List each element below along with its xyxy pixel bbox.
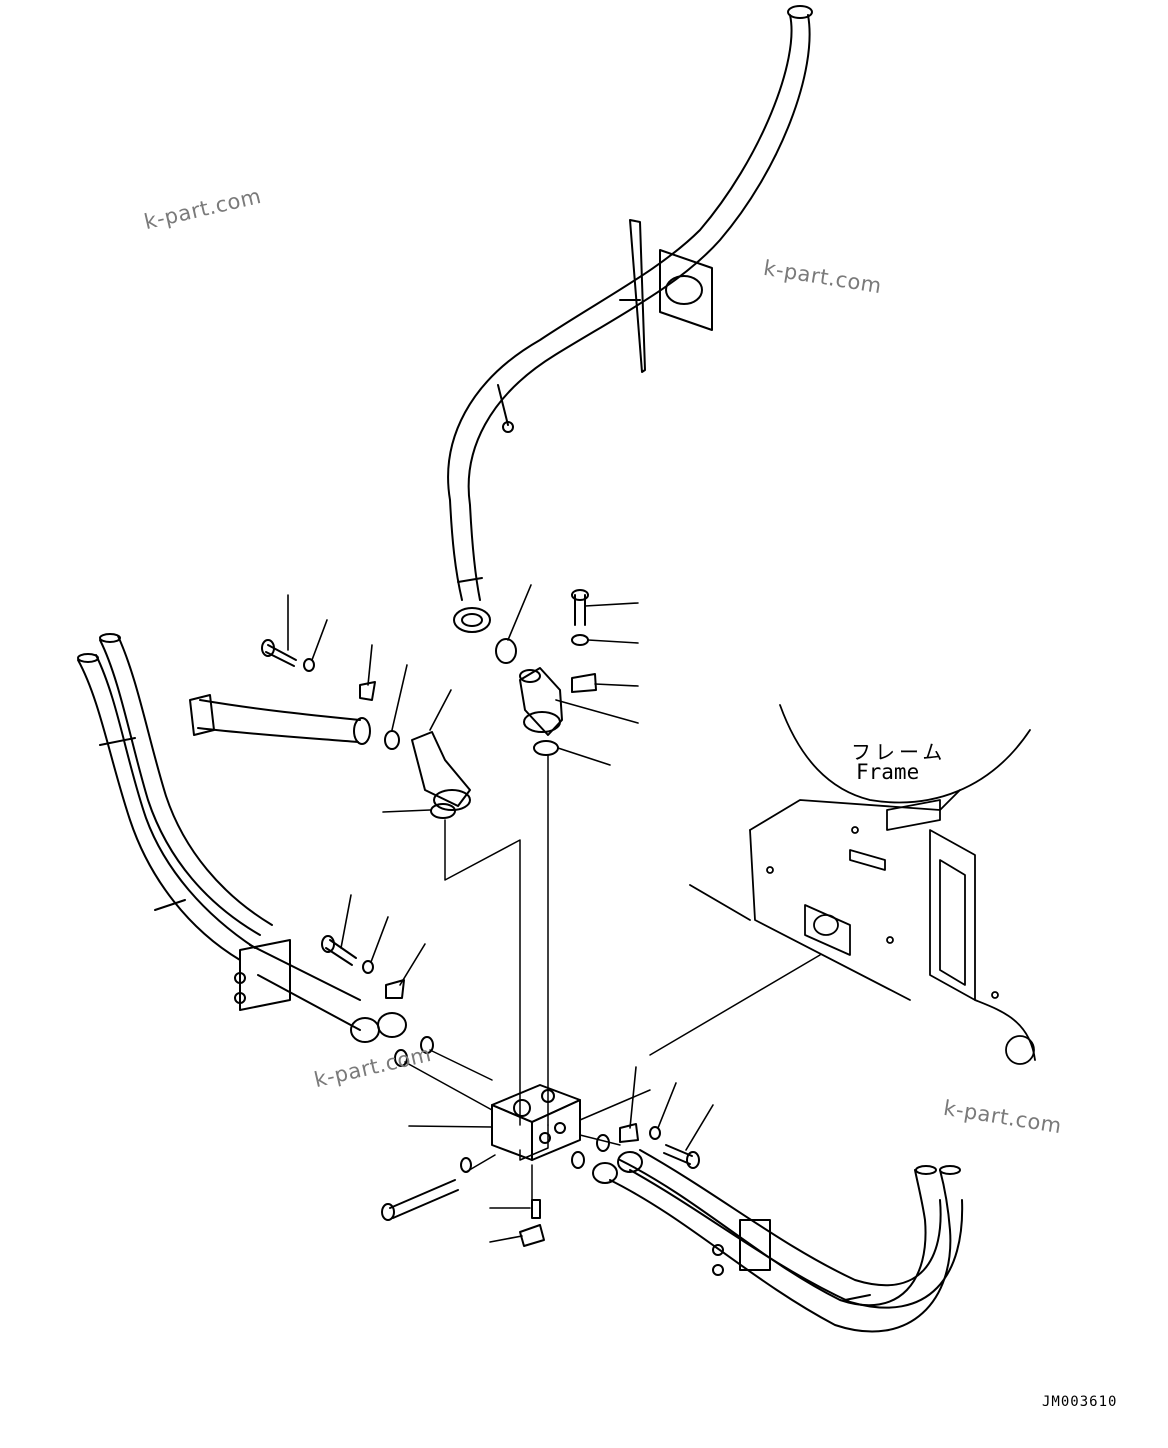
manifold-block <box>491 1084 581 1161</box>
right-hose-pair <box>592 1149 964 1333</box>
frame-label-japanese: フレーム <box>851 740 947 764</box>
left-short-hose <box>189 694 400 750</box>
reference-lines <box>404 754 821 1201</box>
figure-code: JM003610 <box>1042 1394 1118 1410</box>
upper-hose <box>447 5 813 633</box>
upper-bracket <box>497 219 713 433</box>
fasteners <box>261 589 700 1247</box>
o-rings <box>394 638 610 1173</box>
leader-lines <box>287 584 714 1243</box>
elbow-fittings <box>411 667 563 811</box>
left-hose-pair <box>77 633 407 1043</box>
frame-structure <box>689 704 1036 1065</box>
frame-label-english: Frame <box>856 760 920 784</box>
